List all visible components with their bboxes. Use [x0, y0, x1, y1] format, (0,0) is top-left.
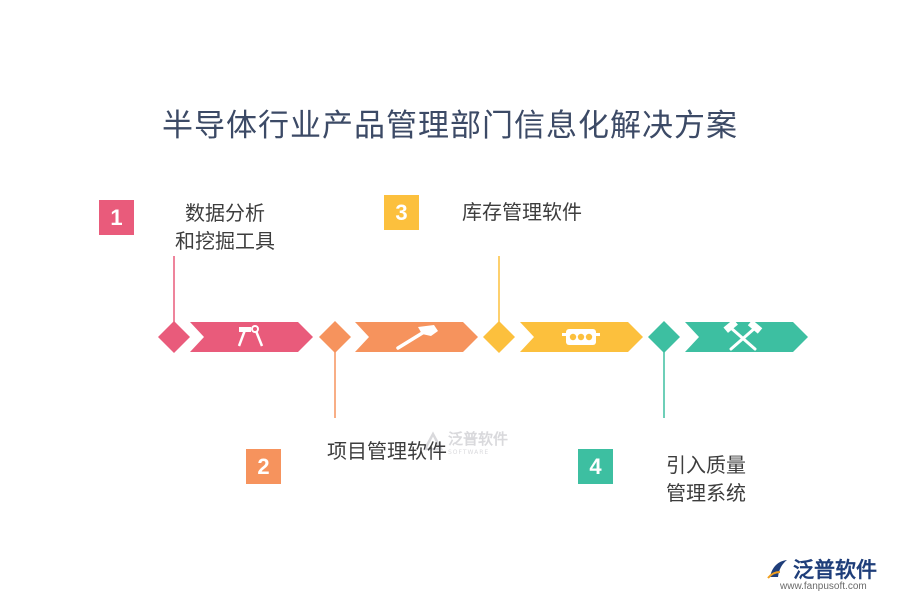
watermark-sub: SOFTWARE: [448, 449, 490, 456]
traffic-light-icon: [562, 329, 600, 345]
step-label-4: 引入质量 管理系统: [666, 451, 746, 507]
step-badge-3: 3: [384, 195, 419, 230]
brand-logo: 泛普软件: [766, 554, 877, 584]
diamond-marker-1: [158, 321, 190, 353]
diamond-marker-2: [319, 321, 351, 353]
page-title: 半导体行业产品管理部门信息化解决方案: [162, 108, 738, 144]
crossed-hammers-icon: [723, 319, 763, 351]
step-badge-2: 2: [246, 449, 281, 484]
brand-url: www.fanpusoft.com: [780, 581, 867, 592]
diamond-marker-4: [648, 321, 680, 353]
watermark-text: 泛普软件: [448, 430, 509, 448]
brand-logo-icon: [767, 560, 787, 579]
step-label-3: 库存管理软件: [462, 200, 582, 224]
step-label-4-line1: 引入质量: [666, 453, 746, 477]
watermark: 泛普软件 SOFTWARE: [422, 428, 508, 456]
step-badge-4: 4: [578, 449, 613, 484]
step-label-1-line1: 数据分析: [185, 201, 265, 225]
hammer-icon: [396, 325, 438, 350]
diamond-marker-3: [483, 321, 515, 353]
watermark-logo-icon: [422, 431, 444, 451]
step-label-1: 数据分析 和挖掘工具: [175, 199, 275, 255]
hammer-wrench-icon: [237, 325, 264, 347]
step-label-1-line2: 和挖掘工具: [175, 229, 275, 253]
step-label-2: 项目管理软件: [327, 439, 447, 463]
step-badge-1: 1: [99, 200, 134, 235]
brand-name: 泛普软件: [793, 558, 877, 582]
step-label-4-line2: 管理系统: [666, 481, 746, 505]
chevron-arrow-1: [190, 322, 313, 352]
